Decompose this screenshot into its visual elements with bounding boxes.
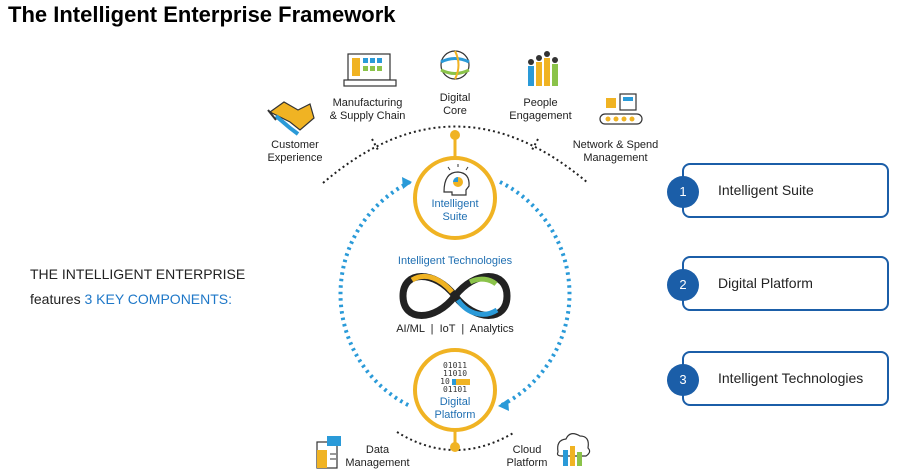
tech-list-label: AI/ML | IoT | Analytics: [396, 323, 514, 335]
digital-platform-label: Digital Platform: [434, 396, 476, 421]
blue-arc-left: [338, 180, 411, 408]
component-label: Digital Platform: [718, 275, 813, 291]
intro-line-1: THE INTELLIGENT ENTERPRISE: [30, 266, 246, 282]
component-card-intelligent-suite: 1 Intelligent Suite: [667, 163, 889, 218]
component-number-badge: 3: [667, 364, 699, 396]
outer-top-arc: [322, 125, 589, 184]
network-spend-label: Network & Spend Management: [572, 139, 659, 164]
intelligent-technologies-label: Intelligent Technologies: [397, 255, 513, 267]
cloud-icon: [556, 433, 591, 466]
intelligent-suite-label: Intelligent Suite: [431, 198, 479, 223]
intro-line-2: features 3 KEY COMPONENTS:: [30, 291, 233, 307]
intelligent-suite-circle: [413, 156, 497, 240]
data-document-icon: [316, 436, 341, 469]
component-label: Intelligent Technologies: [718, 370, 864, 386]
component-number-badge: 2: [667, 269, 699, 301]
handshake-icon: [267, 101, 315, 136]
arrow-bottom-right: [498, 399, 509, 411]
digital-core-label: Digital Core: [439, 92, 471, 117]
network-spend-icon: [599, 93, 643, 125]
customer-experience-label: Customer Experience: [267, 139, 323, 164]
factory-icon: [343, 53, 397, 87]
gold-dot-top: [450, 130, 460, 140]
binary-color-block: [451, 378, 470, 385]
component-card-digital-platform: 2 Digital Platform: [667, 256, 889, 311]
arrow-top-left: [402, 177, 412, 189]
connector-people: [531, 138, 539, 151]
cloud-platform-label: Cloud Platform: [506, 444, 548, 469]
people-engagement-label: People Engagement: [509, 97, 572, 122]
manufacturing-label: Manufacturing & Supply Chain: [329, 97, 406, 122]
blue-arc-right: [499, 180, 572, 408]
component-label: Intelligent Suite: [718, 182, 814, 198]
binary-icon: 01011 11010 10 01101: [430, 362, 480, 394]
key-components-highlight: 3 KEY COMPONENTS:: [84, 291, 233, 307]
key-components-intro: THE INTELLIGENT ENTERPRISE features 3 KE…: [30, 262, 245, 312]
globe-icon: [440, 50, 470, 80]
connector-manufacturing: [371, 138, 379, 151]
component-card-intelligent-technologies: 3 Intelligent Technologies: [667, 351, 889, 406]
people-bars-icon: [528, 51, 558, 86]
infinity-icon: [399, 273, 511, 319]
page-title: The Intelligent Enterprise Framework: [8, 2, 396, 27]
gold-dot-bottom: [450, 442, 460, 452]
lightbulb-head-icon: [443, 164, 470, 196]
component-number-badge: 1: [667, 176, 699, 208]
data-management-label: Data Management: [345, 444, 410, 469]
